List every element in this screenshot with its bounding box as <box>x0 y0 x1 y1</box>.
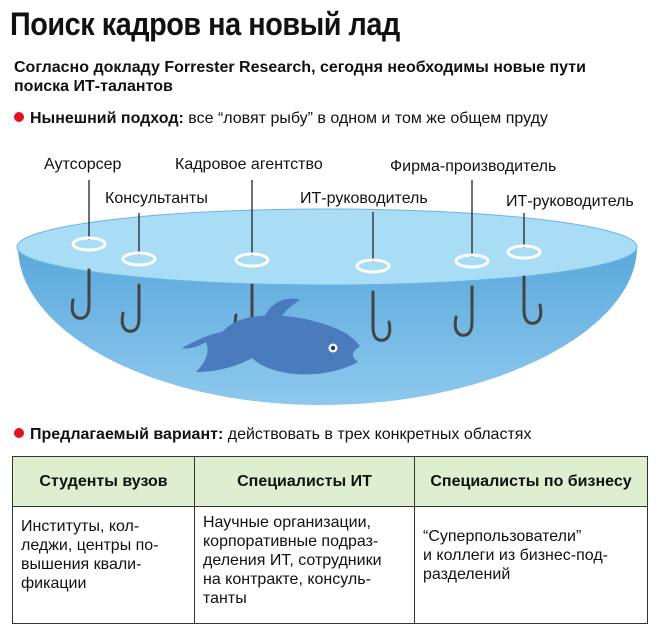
float-icon <box>71 236 107 252</box>
float-icon <box>355 258 391 274</box>
label-consultants: Консультанты <box>105 190 208 207</box>
hook-icon <box>522 275 543 325</box>
proposed-approach: Предлагаемый вариант: действовать в трех… <box>14 425 531 445</box>
header-business-specialists: Специалисты по бизнесу <box>415 457 647 507</box>
float-icon <box>121 251 157 267</box>
float-icon <box>454 253 490 269</box>
label-it-manager-2: ИТ-руководитель <box>506 193 634 210</box>
bullet-icon <box>14 112 24 122</box>
proposed-approach-text: действовать в трех конкретных областях <box>223 426 532 443</box>
label-it-manager-1: ИТ-руководитель <box>300 190 428 207</box>
hook-icon <box>371 290 392 342</box>
current-approach: Нынешний подход: все “ловят рыбу” в одно… <box>14 109 548 129</box>
pond-illustration <box>16 180 638 405</box>
proposed-approach-label: Предлагаемый вариант: <box>30 426 224 443</box>
hook-icon <box>70 268 91 320</box>
label-outsourcer: Аутсорсер <box>44 156 122 173</box>
cell-students: Институты, кол- леджи, центры по- вышени… <box>13 507 195 623</box>
subtitle: Согласно докладу Forrester Research, сег… <box>14 59 586 95</box>
label-recruiting-agency: Кадровое агентство <box>175 156 323 173</box>
bullet-icon <box>14 428 24 438</box>
current-approach-label: Нынешний подход: <box>30 110 184 127</box>
header-students: Студенты вузов <box>13 457 195 507</box>
label-manufacturer: Фирма-производитель <box>390 158 557 175</box>
header-it-specialists: Специалисты ИТ <box>195 457 415 507</box>
hook-icon <box>120 283 141 333</box>
fish-icon <box>182 298 360 375</box>
hook-icon <box>453 285 474 337</box>
pond-diagram: Аутсорсер Консультанты Кадровое агентств… <box>0 140 658 420</box>
cell-it-specialists: Научные организации, корпоративные подра… <box>195 507 415 623</box>
float-icon <box>234 252 270 268</box>
page-title: Поиск кадров на новый лад <box>10 6 400 42</box>
pond-surface <box>16 208 638 286</box>
areas-table: Студенты вузов Специалисты ИТ Специалист… <box>12 456 648 624</box>
float-icon <box>506 244 542 260</box>
current-approach-text: все “ловят рыбу” в одном и том же общем … <box>183 110 548 127</box>
cell-business-specialists: “Суперпользователи” и коллеги из бизнес-… <box>423 528 608 583</box>
